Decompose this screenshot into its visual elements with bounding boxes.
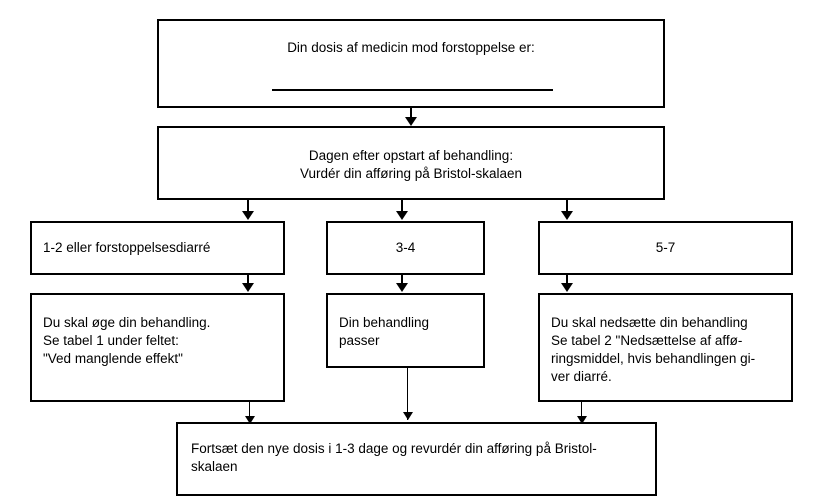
node-action-high-label: Du skal nedsætte din behandling Se tabel… bbox=[551, 315, 756, 384]
edge-scale-high-to-action-high-line bbox=[566, 275, 568, 284]
edge-action-high-to-followup-arrowhead bbox=[577, 416, 587, 424]
edge-scale-low-to-action-low-line bbox=[247, 275, 249, 284]
dose-blank-line bbox=[272, 89, 553, 91]
edge-action-mid-to-followup-line bbox=[407, 368, 408, 420]
node-action-mid-label: Din behandling passer bbox=[339, 315, 430, 348]
node-action-low-label: Du skal øge din behandling. Se tabel 1 u… bbox=[43, 315, 211, 366]
node-scale-mid-label: 3-4 bbox=[395, 240, 416, 255]
edge-action-mid-to-followup-arrowhead bbox=[403, 412, 413, 420]
edge-assess-to-scale-mid-line bbox=[401, 200, 403, 212]
node-dose-label: Din dosis af medicin mod forstoppelse er… bbox=[287, 40, 535, 55]
edge-assess-to-scale-low-arrowhead bbox=[242, 211, 254, 220]
edge-scale-high-to-action-high-arrowhead bbox=[561, 283, 573, 292]
node-scale-low-label: 1-2 eller forstoppelsesdiarré bbox=[43, 240, 211, 255]
edge-assess-to-scale-high-arrowhead bbox=[561, 211, 573, 220]
edge-assess-to-scale-mid-arrowhead bbox=[396, 211, 408, 220]
node-action-mid: Din behandling passer bbox=[326, 293, 485, 368]
node-action-high: Du skal nedsætte din behandling Se tabel… bbox=[538, 293, 793, 402]
node-scale-high-label: 5-7 bbox=[655, 240, 676, 255]
edge-dose-to-assess-arrowhead bbox=[405, 117, 417, 126]
node-dose: Din dosis af medicin mod forstoppelse er… bbox=[157, 19, 665, 108]
node-assess-label: Dagen efter opstart af behandling: Vurdé… bbox=[299, 148, 523, 181]
node-action-low: Du skal øge din behandling. Se tabel 1 u… bbox=[30, 293, 285, 402]
node-followup-label: Fortsæt den nye dosis i 1-3 dage og revu… bbox=[191, 441, 597, 474]
node-scale-high: 5-7 bbox=[538, 221, 793, 275]
edge-action-low-to-followup-arrowhead bbox=[245, 416, 255, 424]
edge-assess-to-scale-high-line bbox=[566, 200, 568, 212]
edge-dose-to-assess-line bbox=[410, 108, 412, 118]
edge-scale-low-to-action-low-arrowhead bbox=[242, 283, 254, 292]
edge-assess-to-scale-low-line bbox=[247, 200, 249, 212]
node-followup: Fortsæt den nye dosis i 1-3 dage og revu… bbox=[176, 422, 657, 496]
node-assess: Dagen efter opstart af behandling: Vurdé… bbox=[157, 126, 665, 200]
node-scale-mid: 3-4 bbox=[326, 221, 485, 275]
node-scale-low: 1-2 eller forstoppelsesdiarré bbox=[30, 221, 285, 275]
edge-scale-mid-to-action-mid-line bbox=[401, 275, 403, 284]
edge-scale-mid-to-action-mid-arrowhead bbox=[396, 283, 408, 292]
edge-action-low-to-followup-line bbox=[249, 402, 250, 421]
edge-action-high-to-followup-line bbox=[581, 402, 582, 421]
